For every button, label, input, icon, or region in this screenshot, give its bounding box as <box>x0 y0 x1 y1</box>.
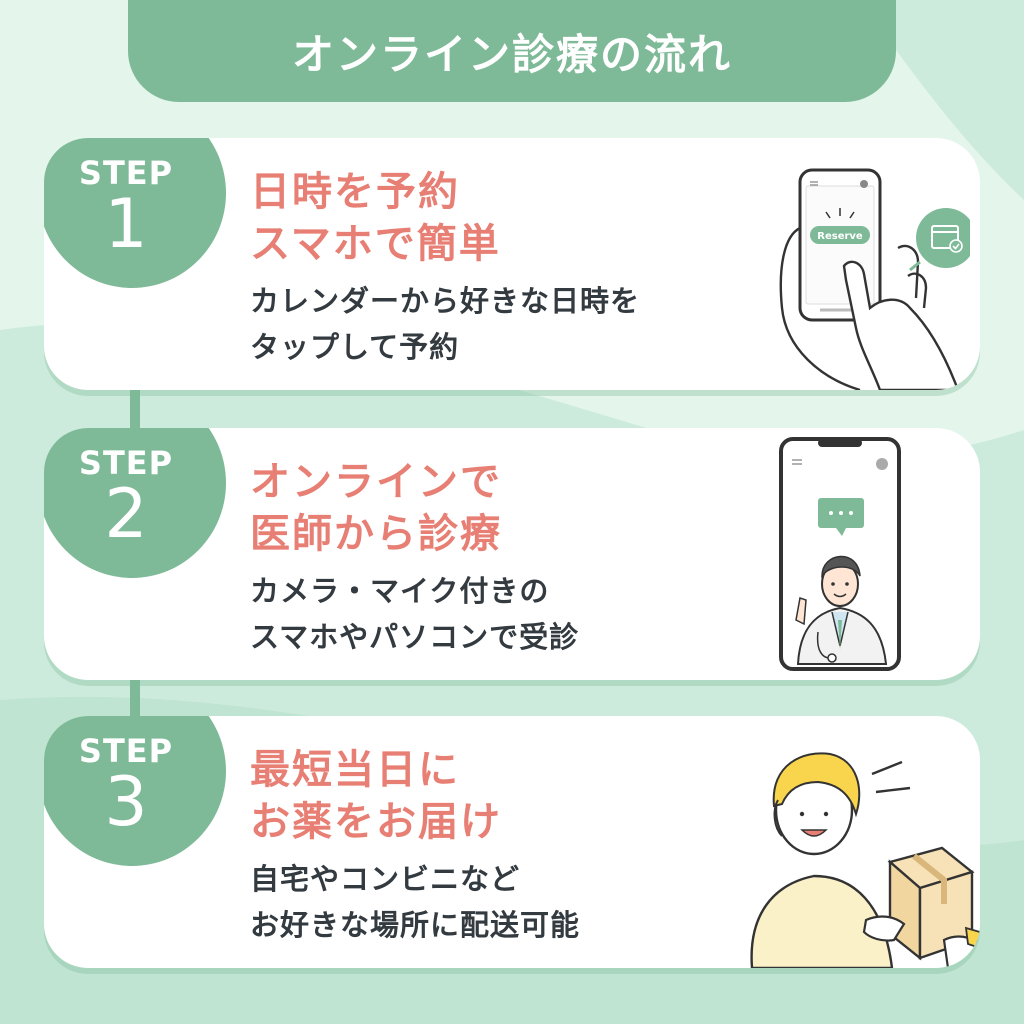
header-banner: オンライン診療の流れ <box>128 0 896 102</box>
phone-doctor-illustration <box>779 437 901 671</box>
step-badge-1: STEP 1 <box>44 138 226 288</box>
reserve-button-text: Reserve <box>817 231 863 242</box>
step-card-2: STEP 2 オンラインで 医師から診療 カメラ・マイク付きの スマホやパソコン… <box>44 428 980 680</box>
step-description: カメラ・マイク付きの スマホやパソコンで受診 <box>250 568 579 660</box>
step-headline-line-2: お薬をお届け <box>250 799 502 845</box>
step-headline: オンラインで 医師から診療 <box>250 456 502 560</box>
step-description-line-1: カメラ・マイク付きの <box>250 574 550 608</box>
step-description-line-2: お好きな場所に配送可能 <box>250 908 581 942</box>
step-headline-line-2: スマホで簡単 <box>250 221 501 267</box>
step-headline-line-1: オンラインで <box>250 459 502 505</box>
step-number: 1 <box>104 185 148 264</box>
step-headline-line-2: 医師から診療 <box>250 511 502 557</box>
step-headline-line-1: 日時を予約 <box>250 169 460 215</box>
step-card-3: STEP 3 最短当日に お薬をお届け 自宅やコンビニなど お好きな場所に配送可… <box>44 716 980 968</box>
step-label: STEP <box>78 732 174 770</box>
step-headline-line-1: 最短当日に <box>250 747 460 793</box>
step-headline: 日時を予約 スマホで簡単 <box>250 166 501 270</box>
step-badge-3: STEP 3 <box>44 716 226 866</box>
step-card-1: STEP 1 日時を予約 スマホで簡単 カレンダーから好きな日時を タップして予… <box>44 138 980 390</box>
page-title: オンライン診療の流れ <box>291 29 732 79</box>
step-description-line-1: カレンダーから好きな日時を <box>250 284 641 318</box>
hand-phone-reserve-illustration: Reserve <box>779 168 970 390</box>
step-number: 2 <box>104 475 148 554</box>
step-label: STEP <box>78 154 174 192</box>
step-description-line-1: 自宅やコンビニなど <box>250 862 521 896</box>
step-label: STEP <box>78 444 174 482</box>
step-badge-2: STEP 2 <box>44 428 226 578</box>
step-description-line-2: タップして予約 <box>250 330 460 364</box>
step-description-line-2: スマホやパソコンで受診 <box>250 620 580 654</box>
package-delivery-illustration <box>750 752 980 968</box>
step-description: カレンダーから好きな日時を タップして予約 <box>250 278 640 370</box>
step-description: 自宅やコンビニなど お好きな場所に配送可能 <box>250 856 580 948</box>
step-headline: 最短当日に お薬をお届け <box>250 744 502 848</box>
step-number: 3 <box>104 763 148 842</box>
